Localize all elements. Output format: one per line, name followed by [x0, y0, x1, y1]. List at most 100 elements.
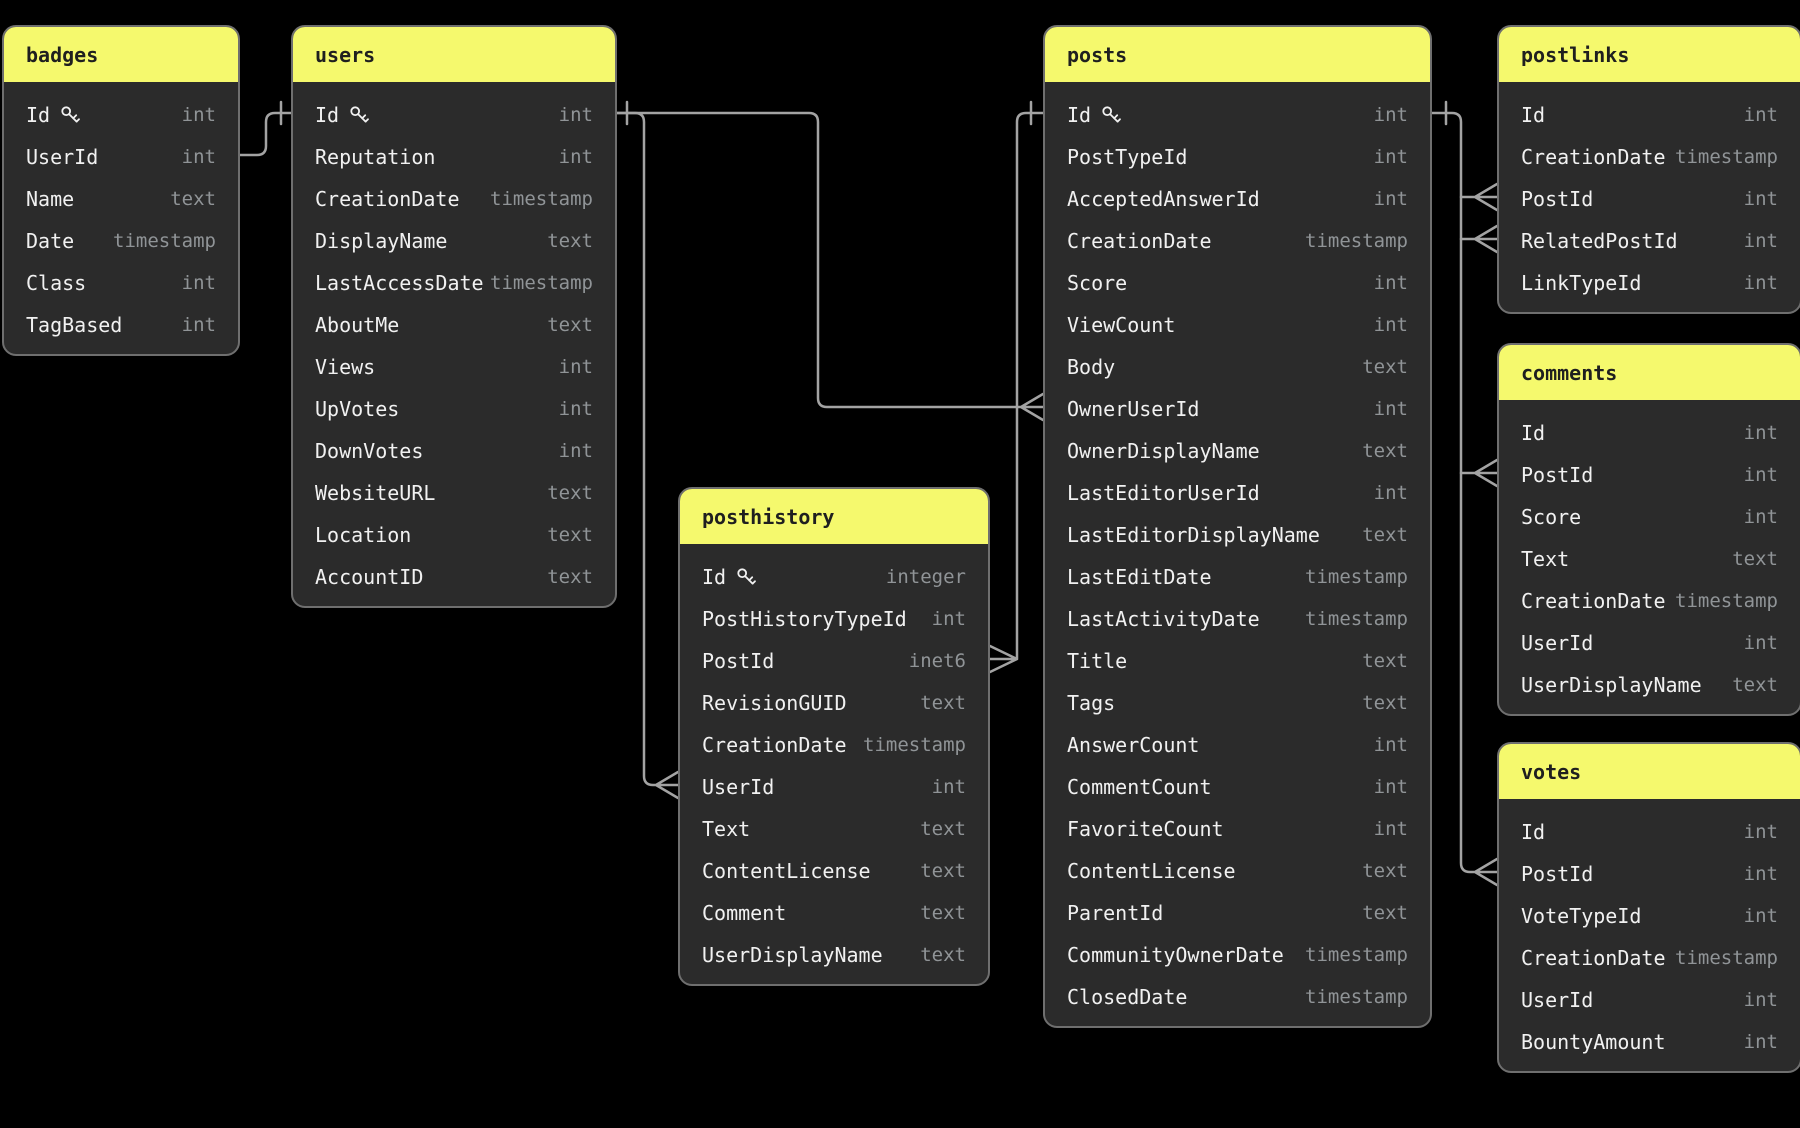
relationship-votes-PostId-to-posts-Id[interactable]	[1430, 100, 1499, 887]
table-header-comments[interactable]: comments	[1499, 345, 1800, 400]
relationship-posthistory-UserId-to-users-Id[interactable]	[615, 100, 680, 800]
table-header-users[interactable]: users	[293, 27, 615, 82]
relationship-badges-UserId-to-users-Id[interactable]	[238, 100, 293, 157]
table-header-posthistory[interactable]: posthistory	[680, 489, 988, 544]
table-header-postlinks[interactable]: postlinks	[1499, 27, 1800, 82]
field-type: int	[558, 440, 593, 462]
table-title: comments	[1521, 360, 1618, 385]
relationship-posthistory-PostId-to-posts-Id[interactable]	[988, 100, 1045, 674]
field-type: text	[1362, 440, 1408, 462]
relationship-postlinks-RelatedPostId-to-posts-Id[interactable]	[1459, 224, 1499, 254]
field-row-Id[interactable]: Id int	[4, 94, 238, 136]
relationship-comments-PostId-to-posts-Id[interactable]	[1459, 458, 1499, 488]
field-type: int	[181, 104, 216, 126]
relationship-posts-OwnerUserId-to-users-Id[interactable]	[615, 111, 1045, 422]
table-title: users	[315, 42, 376, 67]
field-row-Id[interactable]: Id int	[1045, 94, 1430, 136]
table-title: posthistory	[702, 504, 835, 529]
relationship-postlinks-PostId-to-posts-Id[interactable]	[1459, 182, 1499, 212]
field-type: int	[1373, 104, 1408, 126]
table-header-badges[interactable]: badges	[4, 27, 238, 82]
primary-key-icon	[350, 105, 369, 122]
table-header-votes[interactable]: votes	[1499, 744, 1800, 799]
field-row-Id[interactable]: Id integer	[680, 556, 988, 598]
table-header-posts[interactable]: posts	[1045, 27, 1430, 82]
field-row-Id[interactable]: Id int	[293, 94, 615, 136]
